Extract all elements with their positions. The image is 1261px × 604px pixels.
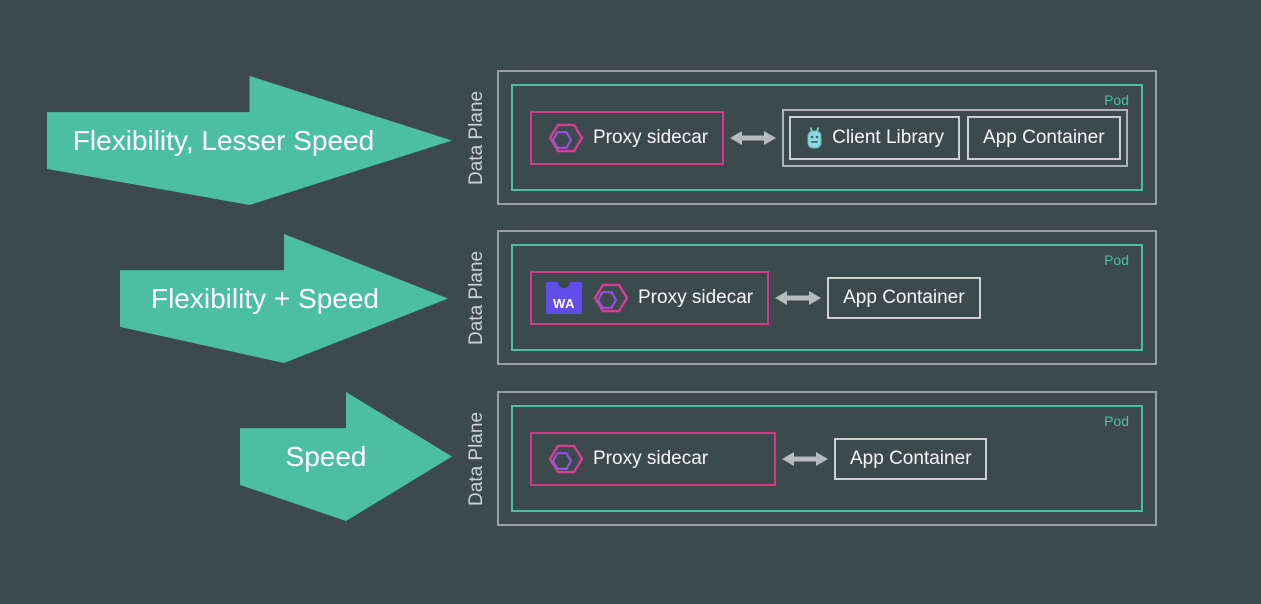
client-library-label: Client Library xyxy=(832,126,945,148)
data-plane-label: Data Plane xyxy=(466,250,487,345)
proxy-sidecar-box: WA Proxy sidecar xyxy=(530,270,770,325)
envoy-proxy-logo-icon xyxy=(591,281,629,315)
flow-arrow-flexibility-lesser-speed: Flexibility, Lesser Speed xyxy=(47,76,452,205)
data-plane-box: Pod WA Proxy sidecar App Container xyxy=(497,230,1157,365)
webassembly-logo-text: WA xyxy=(553,295,575,311)
proxy-sidecar-box: Proxy sidecar xyxy=(530,431,776,486)
app-container-box: App Container xyxy=(834,437,988,480)
arrow-label: Speed xyxy=(285,440,367,472)
proxy-sidecar-label: Proxy sidecar xyxy=(593,447,709,469)
envoy-proxy-logo-icon xyxy=(546,121,584,155)
double-arrow-icon xyxy=(730,128,777,148)
data-plane-label: Data Plane xyxy=(466,90,487,185)
app-container-box: App Container xyxy=(967,115,1121,160)
webassembly-logo-icon: WA xyxy=(546,281,582,314)
webassembly-logo-notch xyxy=(558,281,570,288)
proxy-sidecar-box: Proxy sidecar xyxy=(530,110,725,165)
data-plane-box: Pod Proxy sidecar App Container xyxy=(497,391,1157,526)
app-container-box: App Container xyxy=(827,276,981,319)
double-arrow-icon xyxy=(782,449,828,469)
app-container-label: App Container xyxy=(843,286,965,308)
pod-box: Pod Proxy sidecar App Container xyxy=(511,405,1143,512)
proxy-sidecar-label: Proxy sidecar xyxy=(593,126,709,148)
proxy-sidecar-label: Proxy sidecar xyxy=(638,286,754,308)
flow-arrow-speed: Speed xyxy=(240,392,452,521)
app-container-label: App Container xyxy=(983,126,1105,148)
pod-label: Pod xyxy=(1104,413,1129,429)
data-plane-label: Data Plane xyxy=(466,411,487,506)
flow-arrow-flexibility-speed: Flexibility + Speed xyxy=(120,234,448,363)
app-group-box: Client Library App Container xyxy=(782,108,1128,167)
arrow-label: Flexibility + Speed xyxy=(150,282,379,314)
client-library-box: Client Library xyxy=(789,115,961,160)
app-container-label: App Container xyxy=(850,447,972,469)
pod-label: Pod xyxy=(1104,92,1129,108)
data-plane-box: Pod Proxy sidecar xyxy=(497,70,1157,205)
double-arrow-icon xyxy=(775,288,822,308)
envoy-proxy-logo-icon xyxy=(546,442,584,476)
arrow-label: Flexibility, Lesser Speed xyxy=(72,124,375,156)
pod-box: Pod WA Proxy sidecar App Container xyxy=(511,244,1143,351)
pod-label: Pod xyxy=(1104,252,1129,268)
client-library-icon xyxy=(805,126,824,150)
pod-box: Pod Proxy sidecar xyxy=(511,84,1143,191)
